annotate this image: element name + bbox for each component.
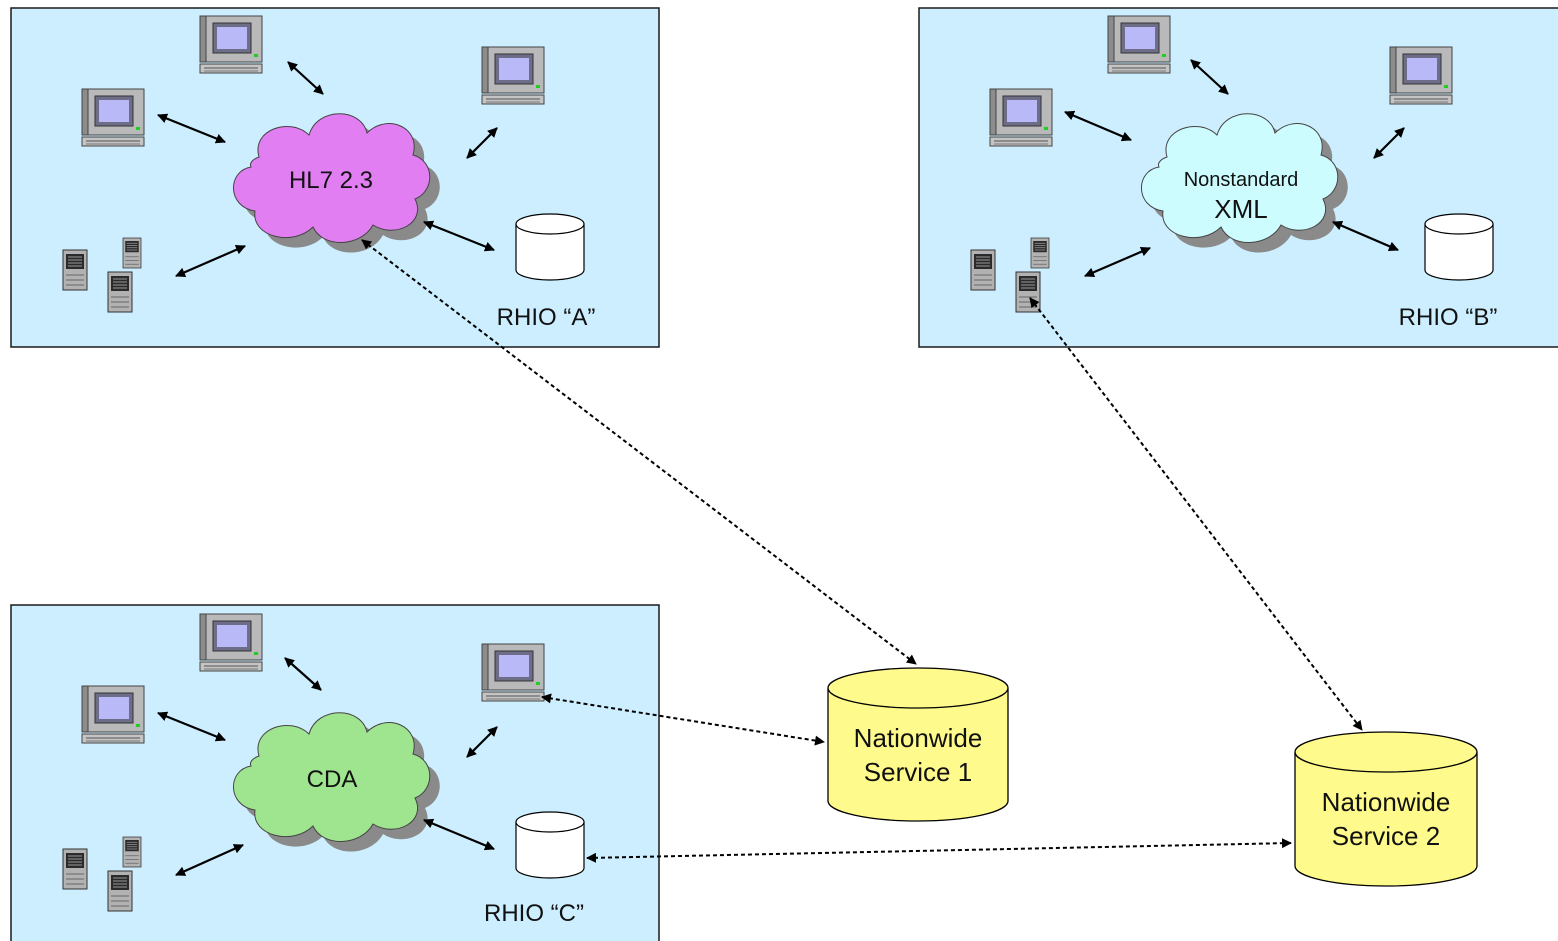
nationwide-service-1-database: Nationwide Service 1 [827, 667, 1009, 822]
desktop-computer-icon [1107, 15, 1171, 74]
connector-rhio-a-to-service-1 [361, 239, 917, 665]
desktop-computer-icon [481, 46, 545, 105]
rhio-b-label: RHIO “B” [1399, 304, 1498, 331]
desktop-computer-icon [1389, 46, 1453, 105]
nationwide-service-2-database: Nationwide Service 2 [1294, 731, 1478, 887]
nationwide-2-line2: Service 2 [1332, 821, 1440, 851]
rhio-c-label: RHIO “C” [484, 900, 584, 927]
desktop-computer-icon [481, 643, 545, 702]
desktop-computer-icon [199, 15, 263, 74]
database-icon [515, 811, 585, 879]
nationwide-2-line1: Nationwide [1322, 787, 1451, 817]
database-icon [1424, 213, 1494, 281]
nationwide-1-line1: Nationwide [854, 723, 983, 753]
connector-rhio-c-to-service-2 [586, 838, 1292, 863]
rhio-a-label: RHIO “A” [497, 304, 596, 331]
desktop-computer-icon [81, 88, 145, 147]
connector-rhio-b-to-service-2 [1029, 297, 1363, 731]
rhio-c-cloud-text: CDA [307, 766, 358, 793]
rhio-b-cloud-text-line2: XML [1214, 194, 1267, 224]
rhio-c-panel: CDA RHIO “C” [10, 604, 660, 941]
rhio-a-panel: HL7 2.3 RHIO “A” [10, 7, 660, 348]
rhio-b-cloud-text-line1: Nonstandard [1184, 169, 1299, 191]
desktop-computer-icon [199, 613, 263, 672]
database-icon [515, 213, 585, 281]
dotted-connectors [361, 239, 1363, 863]
nationwide-1-line2: Service 1 [864, 757, 972, 787]
desktop-computer-icon [989, 88, 1053, 147]
connector-rhio-c-to-service-1 [541, 693, 825, 746]
desktop-computer-icon [81, 685, 145, 744]
rhio-a-cloud-text: HL7 2.3 [289, 167, 373, 194]
rhio-b-panel: Nonstandard XML RHIO “B” [918, 7, 1558, 348]
